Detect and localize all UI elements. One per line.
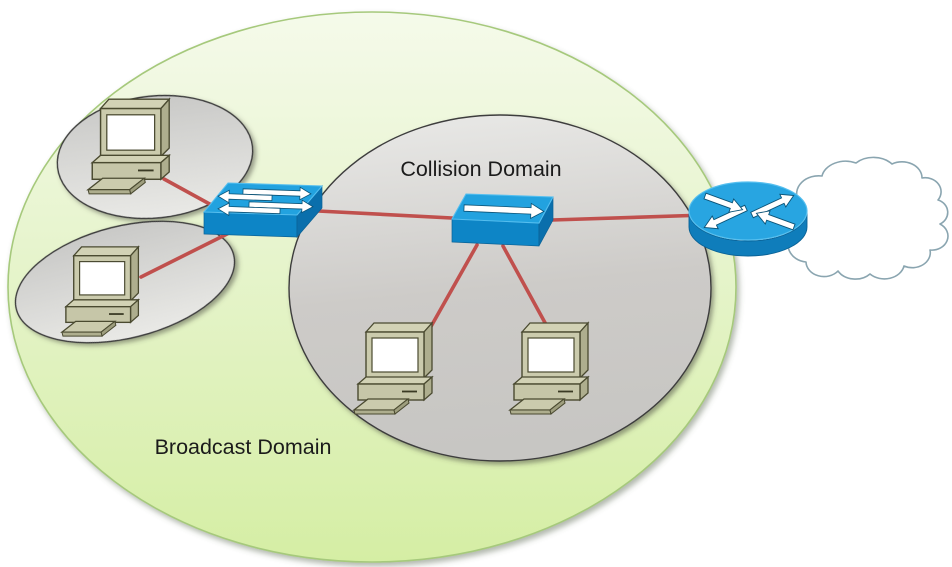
router-icon (688, 181, 808, 257)
link-hub-pc3 (427, 243, 479, 332)
hub-arrow-icon (463, 202, 545, 220)
router-arrows-icon (703, 192, 796, 231)
link-hub-router (550, 213, 708, 222)
pc-icon-3 (353, 322, 433, 415)
switch-arrows-icon (217, 186, 314, 217)
pc-icon-4 (509, 322, 589, 415)
link-hub-pc4 (501, 244, 551, 332)
pc-icon-2 (61, 246, 140, 337)
broadcast-domain-label: Broadcast Domain (155, 435, 332, 459)
link-pc2-switch (139, 229, 235, 279)
pc-icon-1 (87, 98, 171, 195)
collision-domain-label: Collision Domain (400, 157, 561, 181)
switch-icon (202, 182, 324, 238)
cloud-icon (783, 156, 949, 280)
hub-icon (451, 193, 554, 247)
